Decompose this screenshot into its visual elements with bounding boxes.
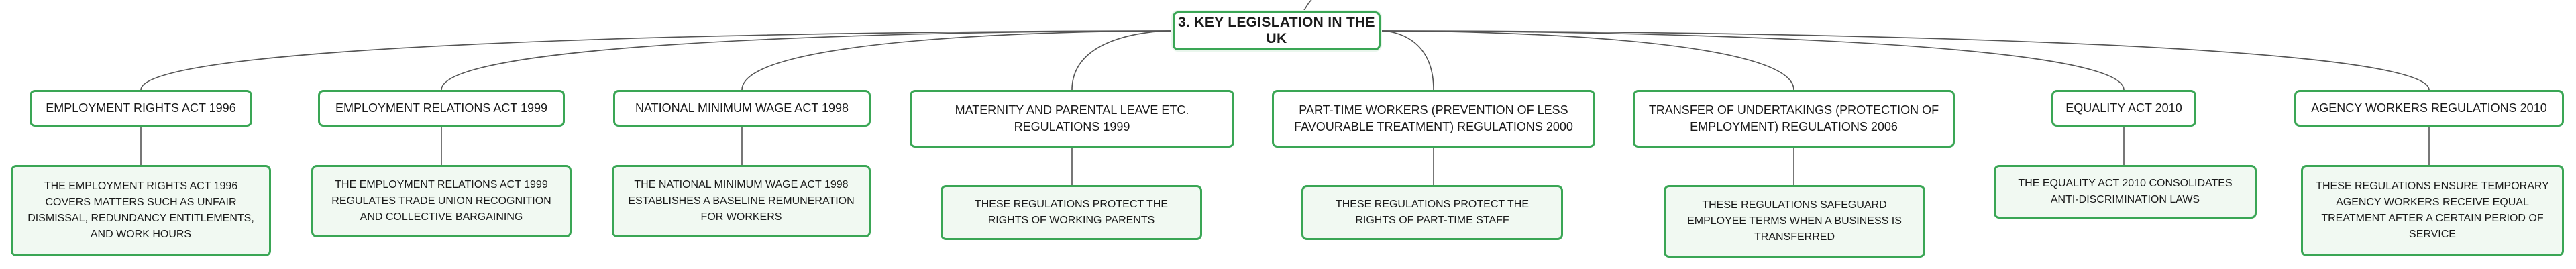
- detail-node-maternity-parental-leave[interactable]: THESE REGULATIONS PROTECT THE RIGHTS OF …: [941, 185, 1202, 240]
- detail-text: THE EMPLOYMENT RIGHTS ACT 1996 COVERS MA…: [28, 180, 254, 240]
- detail-node-part-time-workers[interactable]: THESE REGULATIONS PROTECT THE RIGHTS OF …: [1301, 185, 1563, 240]
- connector-root-to-topic-2: [741, 30, 1173, 91]
- root-label: 3. KEY LEGISLATION IN THE UK: [1178, 15, 1375, 46]
- connector-root-to-topic-3: [1071, 30, 1173, 91]
- topic-node-maternity-parental-leave[interactable]: MATERNITY AND PARENTAL LEAVE ETC. REGULA…: [910, 90, 1234, 148]
- root-node[interactable]: 3. KEY LEGISLATION IN THE UK: [1173, 11, 1381, 50]
- root-stub-line: [1303, 0, 1312, 12]
- topic-label: TRANSFER OF UNDERTAKINGS (PROTECTION OF …: [1648, 103, 1939, 133]
- connector-root-to-topic-1: [441, 30, 1173, 91]
- detail-node-employment-relations-act[interactable]: THE EMPLOYMENT RELATIONS ACT 1999 REGULA…: [311, 165, 572, 237]
- topic-label: NATIONAL MINIMUM WAGE ACT 1998: [635, 101, 849, 115]
- detail-text: THESE REGULATIONS SAFEGUARD EMPLOYEE TER…: [1687, 199, 1902, 243]
- detail-node-employment-rights-act[interactable]: THE EMPLOYMENT RIGHTS ACT 1996 COVERS MA…: [11, 165, 271, 256]
- detail-text: THE EMPLOYMENT RELATIONS ACT 1999 REGULA…: [331, 179, 551, 223]
- detail-text: THE NATIONAL MINIMUM WAGE ACT 1998 ESTAB…: [628, 179, 855, 223]
- topic-label: AGENCY WORKERS REGULATIONS 2010: [2311, 101, 2547, 115]
- topic-node-agency-workers-regulations[interactable]: AGENCY WORKERS REGULATIONS 2010: [2294, 90, 2564, 127]
- detail-node-transfer-of-undertakings[interactable]: THESE REGULATIONS SAFEGUARD EMPLOYEE TER…: [1664, 185, 1925, 258]
- detail-text: THESE REGULATIONS ENSURE TEMPORARY AGENC…: [2316, 180, 2549, 240]
- topic-label: EMPLOYMENT RIGHTS ACT 1996: [46, 101, 236, 115]
- topic-label: EQUALITY ACT 2010: [2065, 101, 2182, 115]
- detail-text: THESE REGULATIONS PROTECT THE RIGHTS OF …: [1335, 199, 1529, 226]
- connector-root-to-topic-5: [1380, 30, 1794, 91]
- topic-node-transfer-of-undertakings[interactable]: TRANSFER OF UNDERTAKINGS (PROTECTION OF …: [1633, 90, 1955, 148]
- topic-label: PART-TIME WORKERS (PREVENTION OF LESS FA…: [1294, 103, 1573, 133]
- topic-node-national-minimum-wage-act[interactable]: NATIONAL MINIMUM WAGE ACT 1998: [613, 90, 871, 127]
- topic-label: MATERNITY AND PARENTAL LEAVE ETC. REGULA…: [955, 103, 1189, 133]
- topic-node-employment-rights-act[interactable]: EMPLOYMENT RIGHTS ACT 1996: [30, 90, 252, 127]
- detail-text: THESE REGULATIONS PROTECT THE RIGHTS OF …: [974, 199, 1169, 226]
- topic-node-part-time-workers[interactable]: PART-TIME WORKERS (PREVENTION OF LESS FA…: [1272, 90, 1595, 148]
- topic-label: EMPLOYMENT RELATIONS ACT 1999: [335, 101, 548, 115]
- connector-root-to-topic-7: [1380, 30, 2430, 91]
- topic-node-equality-act[interactable]: EQUALITY ACT 2010: [2051, 90, 2196, 127]
- detail-node-equality-act[interactable]: THE EQUALITY ACT 2010 CONSOLIDATES ANTI-…: [1994, 165, 2257, 219]
- connector-root-to-topic-4: [1380, 30, 1434, 91]
- topic-node-employment-relations-act[interactable]: EMPLOYMENT RELATIONS ACT 1999: [318, 90, 565, 127]
- connector-root-to-topic-0: [140, 30, 1173, 91]
- detail-text: THE EQUALITY ACT 2010 CONSOLIDATES ANTI-…: [2018, 178, 2233, 205]
- detail-node-agency-workers-regulations[interactable]: THESE REGULATIONS ENSURE TEMPORARY AGENC…: [2301, 165, 2564, 256]
- detail-node-national-minimum-wage-act[interactable]: THE NATIONAL MINIMUM WAGE ACT 1998 ESTAB…: [612, 165, 871, 237]
